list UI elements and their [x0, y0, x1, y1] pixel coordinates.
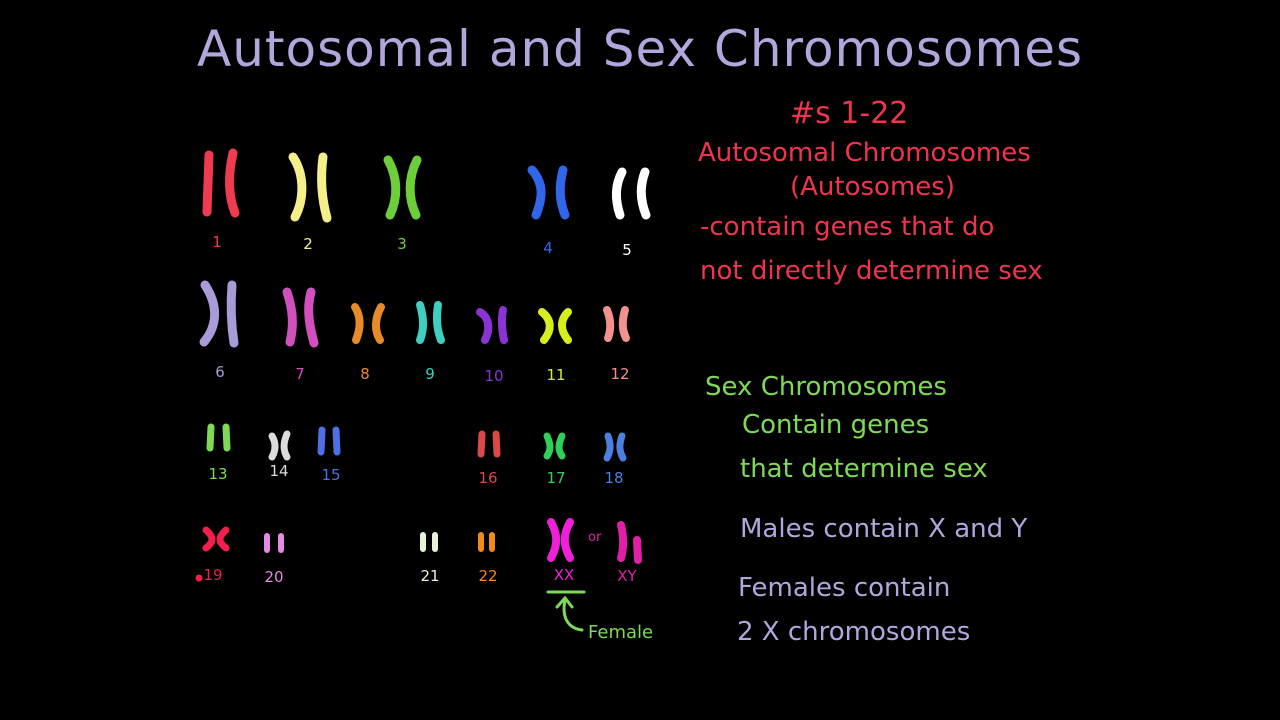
- arrow-icon: [555, 595, 584, 632]
- chromosome-label-8: 8: [360, 365, 370, 383]
- sex-chromosome-desc-1: Contain genes: [742, 410, 930, 440]
- autosome-desc-2: not directly determine sex: [700, 256, 1043, 286]
- chromosome-label-21: 21: [420, 567, 440, 585]
- chromosome-1: [202, 148, 240, 218]
- chromosome-label-11: 11: [546, 366, 566, 384]
- chromosome-7: [282, 287, 319, 348]
- chromosome-22: [478, 532, 495, 552]
- autosome-heading: Autosomal Chromosomes: [698, 138, 1031, 168]
- chromosome-label-16: 16: [478, 469, 498, 487]
- chromosome-18: [603, 432, 627, 462]
- chromosome-label-2: 2: [303, 235, 313, 253]
- males-text: Males contain X and Y: [740, 514, 1028, 544]
- chromosome-label-12: 12: [610, 365, 630, 383]
- chromosome-label-20: 20: [264, 568, 284, 586]
- chromosome-13: [206, 423, 231, 452]
- chromosome-16: [477, 430, 501, 458]
- page-title: Autosomal and Sex Chromosomes: [196, 20, 1084, 78]
- chromosome-8: [351, 303, 385, 344]
- chromosome-xx: [547, 518, 574, 562]
- chromosome-label-6: 6: [215, 363, 225, 381]
- chromosome-3: [383, 155, 422, 220]
- chromosome-15: [317, 426, 341, 456]
- chromosome-label-18: 18: [604, 469, 624, 487]
- autosome-subheading: (Autosomes): [790, 172, 955, 202]
- chromosome-5: [612, 167, 651, 220]
- chromosome-19: [202, 526, 230, 552]
- chromosome-10: [476, 306, 508, 344]
- chromosome-9: [416, 301, 445, 344]
- female-annotation: Female: [588, 622, 654, 643]
- chromosome-label-3: 3: [397, 235, 407, 253]
- autosome-desc-1: -contain genes that do: [700, 212, 995, 242]
- sex-label-or: or: [588, 530, 602, 545]
- females-text-2: 2 X chromosomes: [737, 617, 971, 647]
- chromosome-label-13: 13: [208, 465, 228, 483]
- dot-19: [195, 574, 203, 582]
- females-text-1: Females contain: [738, 573, 951, 603]
- sex-label-xy: XY: [617, 567, 637, 585]
- chromosome-label-22: 22: [478, 567, 498, 585]
- chromosome-6: [199, 280, 239, 348]
- chromosome-20: [264, 533, 284, 553]
- chromosome-label-17: 17: [546, 469, 566, 487]
- chromosome-label-15: 15: [321, 466, 341, 484]
- chromosome-11: [538, 308, 572, 344]
- chromosome-14: [268, 430, 291, 461]
- chromosome-4: [527, 165, 570, 220]
- chromosome-21: [420, 532, 438, 552]
- chromosome-2: [288, 152, 332, 223]
- chromosome-12: [603, 306, 630, 342]
- chromosome-label-19: 19: [203, 566, 223, 584]
- chromosome-xy: [617, 521, 642, 564]
- chromosome-label-7: 7: [295, 365, 305, 383]
- chromosome-label-9: 9: [425, 365, 435, 383]
- chromosome-label-14: 14: [269, 462, 289, 480]
- sex-chromosome-desc-2: that determine sex: [740, 454, 988, 484]
- chromosome-17: [543, 432, 566, 460]
- sex-chromosome-heading: Sex Chromosomes: [705, 372, 947, 402]
- autosome-range: #s 1-22: [790, 96, 909, 131]
- chromosome-label-10: 10: [484, 367, 504, 385]
- chromosome-label-5: 5: [622, 241, 632, 259]
- chromosome-label-1: 1: [212, 233, 222, 251]
- chromosome-label-4: 4: [543, 239, 553, 257]
- sex-label-xx: XX: [553, 566, 575, 584]
